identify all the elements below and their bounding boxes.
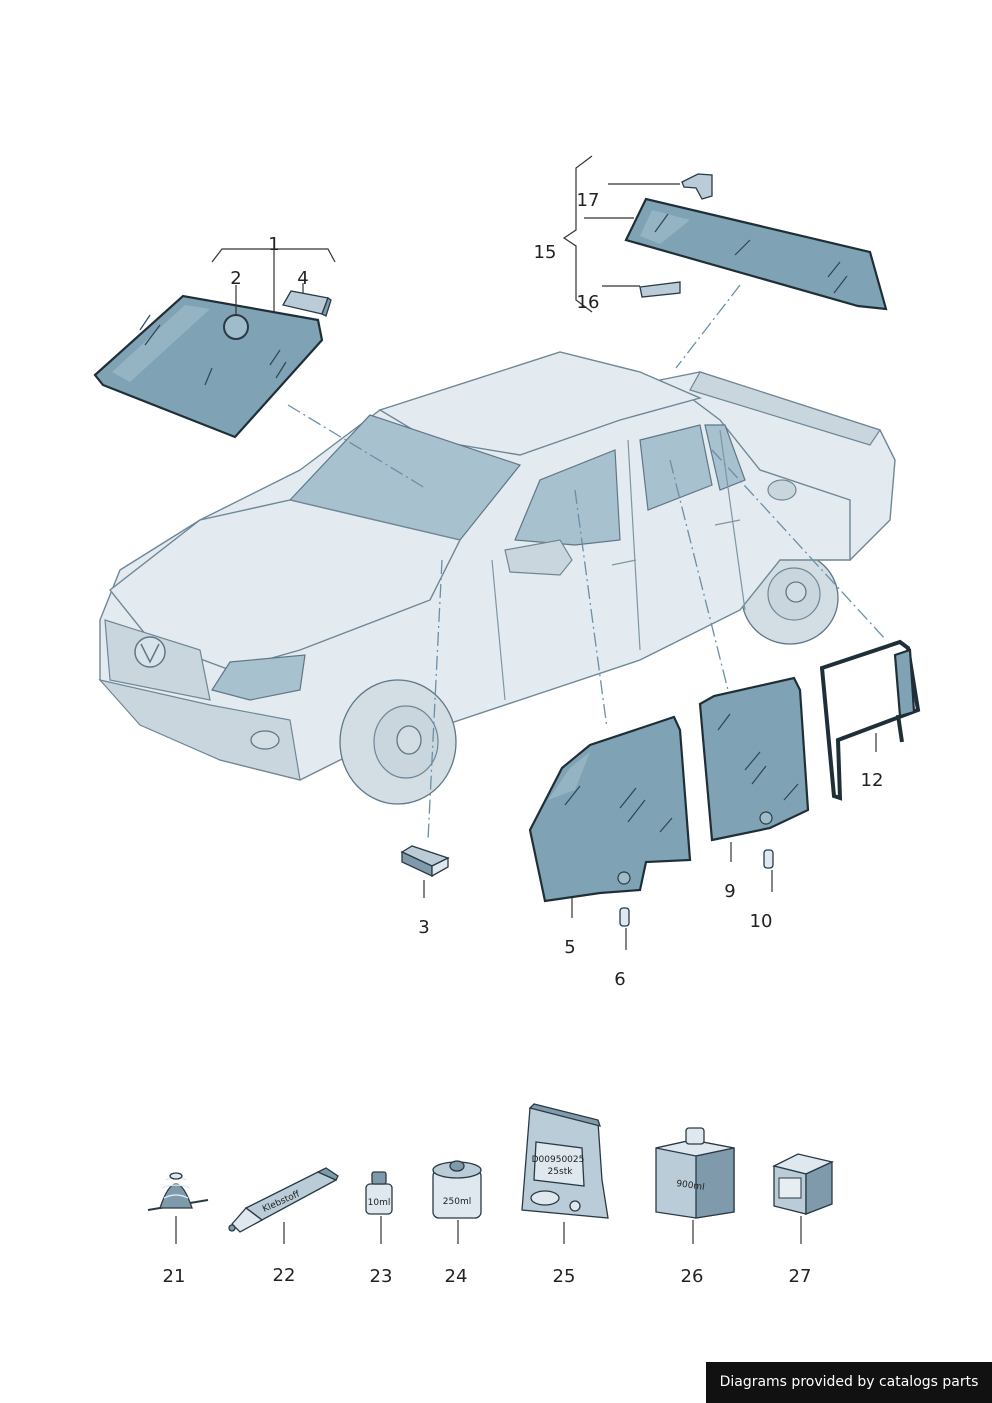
callout-10: 10 bbox=[750, 911, 773, 932]
primer-bottle-23: 10ml bbox=[365, 1171, 393, 1244]
callout-25: 25 bbox=[553, 1266, 576, 1287]
parts-bag-25: D00950025 25stk bbox=[521, 1103, 609, 1244]
adhesive-tube-22: Klebstoff bbox=[228, 1167, 339, 1244]
callout-24: 24 bbox=[445, 1266, 468, 1287]
cleaner-can-24: 250ml bbox=[432, 1160, 482, 1244]
rear-door-glass-group bbox=[698, 676, 810, 892]
clip-17 bbox=[681, 173, 713, 200]
rear-window-group bbox=[562, 155, 888, 313]
sensor-ring-2 bbox=[223, 314, 249, 340]
guide-pin-6 bbox=[619, 907, 630, 927]
credit-banner: Diagrams provided by catalogs parts bbox=[706, 1362, 992, 1403]
rear-window-glass bbox=[624, 197, 888, 311]
callout-21: 21 bbox=[163, 1266, 186, 1287]
callout-3: 3 bbox=[418, 917, 429, 938]
callout-12: 12 bbox=[861, 770, 884, 791]
callout-23: 23 bbox=[370, 1266, 393, 1287]
spring-nozzle-21 bbox=[147, 1172, 209, 1244]
windshield-glass bbox=[93, 294, 324, 439]
svg-text:900ml: 900ml bbox=[676, 1179, 706, 1193]
bracket-15 bbox=[562, 155, 593, 313]
guide-pin-10 bbox=[763, 849, 774, 869]
quarter-glass-frame-12 bbox=[819, 639, 921, 801]
cube-pack-27 bbox=[772, 1153, 834, 1244]
accessories-row: Klebstoff 10ml 250ml D00950025 25stk bbox=[147, 1103, 834, 1287]
callout-9: 9 bbox=[724, 881, 735, 902]
mirror-base-4 bbox=[282, 290, 329, 315]
mounting-block-3 bbox=[400, 845, 450, 898]
callout-15: 15 bbox=[534, 242, 557, 263]
svg-text:D00950025: D00950025 bbox=[532, 1155, 585, 1165]
svg-text:10ml: 10ml bbox=[368, 1198, 391, 1208]
adhesive-container-26: 900ml bbox=[655, 1127, 735, 1244]
pickup-truck-illustration bbox=[98, 351, 896, 805]
bracket-1 bbox=[211, 237, 336, 318]
block-16 bbox=[639, 281, 681, 298]
callout-27: 27 bbox=[789, 1266, 812, 1287]
svg-text:250ml: 250ml bbox=[443, 1197, 471, 1207]
front-door-glass-5 bbox=[528, 715, 692, 903]
svg-text:25stk: 25stk bbox=[548, 1167, 574, 1177]
windshield-group bbox=[93, 237, 336, 439]
callout-2: 2 bbox=[230, 268, 241, 289]
leader-lines bbox=[287, 284, 887, 841]
callout-5: 5 bbox=[564, 937, 575, 958]
callout-16: 16 bbox=[577, 292, 600, 313]
callout-6: 6 bbox=[614, 969, 625, 990]
callout-26: 26 bbox=[681, 1266, 704, 1287]
callout-17: 17 bbox=[577, 190, 600, 211]
callout-22: 22 bbox=[273, 1265, 296, 1286]
callout-labels: 1 2 4 17 15 16 3 5 6 9 10 12 bbox=[230, 190, 883, 990]
callout-1: 1 bbox=[268, 234, 279, 255]
callout-4: 4 bbox=[297, 268, 308, 289]
front-door-glass-group bbox=[528, 715, 692, 950]
